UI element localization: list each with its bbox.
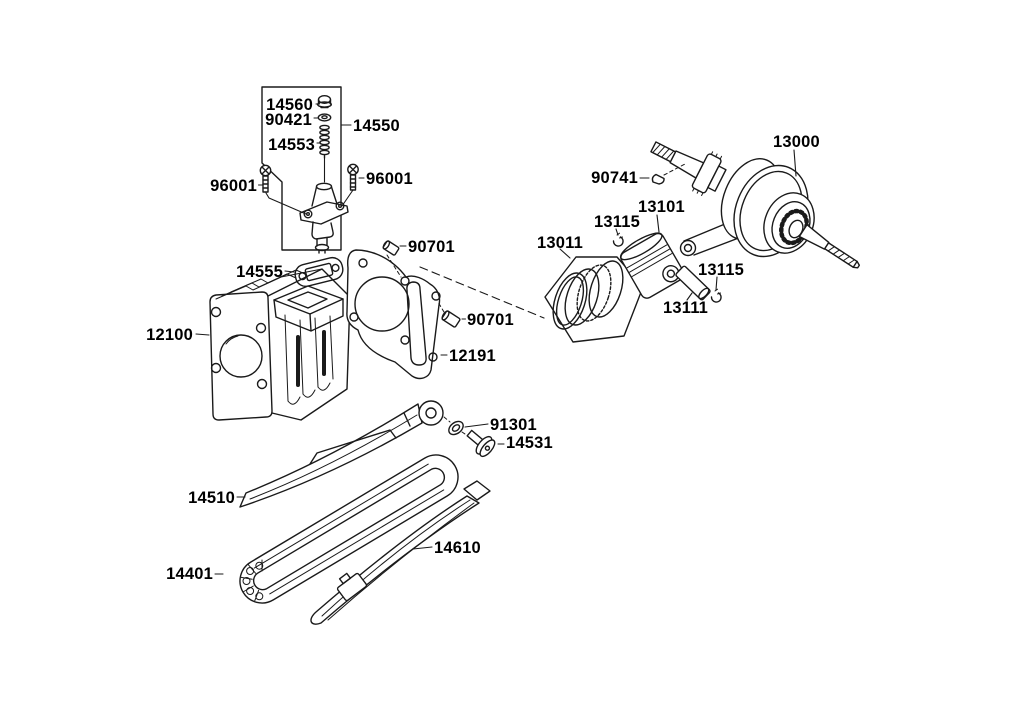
label-14610: 14610	[434, 539, 481, 557]
label-96001-right: 96001	[366, 170, 413, 188]
dowel-leader-top	[386, 254, 402, 278]
tensioner-body	[299, 182, 349, 254]
label-13115-top: 13115	[594, 213, 640, 231]
label-90701-bottom: 90701	[467, 311, 514, 329]
part-labels: 14560 90421 14553 14550 96001 96001 1455…	[146, 96, 820, 583]
label-14553: 14553	[268, 136, 315, 154]
label-13000: 13000	[773, 133, 820, 151]
dowel-leader-bottom	[437, 301, 445, 313]
rod-small-end	[679, 239, 697, 257]
label-12100: 12100	[146, 326, 193, 344]
piston-pin	[675, 265, 711, 301]
alignment-line	[419, 266, 545, 319]
piston-pin-clip-right	[710, 288, 722, 303]
tensioner-guide	[310, 480, 491, 625]
cam-chain	[239, 454, 459, 604]
label-13101: 13101	[638, 198, 685, 216]
cylinder-gasket	[346, 249, 441, 380]
label-90421: 90421	[265, 111, 312, 129]
label-13115-right: 13115	[698, 261, 744, 279]
label-14555: 14555	[236, 263, 283, 281]
tensioner-spring	[319, 124, 330, 159]
cylinder	[209, 268, 351, 421]
tensioner-assembly-bracket	[261, 86, 342, 251]
label-14531: 14531	[506, 434, 553, 452]
guide-washer	[448, 420, 464, 436]
chain-guide	[239, 400, 444, 508]
woodruff-key	[651, 173, 665, 185]
flange-bolt-right	[347, 163, 359, 191]
label-12191: 12191	[449, 347, 496, 365]
label-14560: 14560	[266, 96, 313, 114]
label-91301: 91301	[490, 416, 537, 434]
label-90741: 90741	[591, 169, 638, 187]
key-leader	[663, 162, 688, 176]
dowel-pin-bottom	[441, 310, 461, 328]
flange-bolt-left	[259, 164, 272, 193]
label-14510: 14510	[188, 489, 235, 507]
label-13111: 13111	[663, 299, 708, 317]
dowel-pin-top	[382, 240, 400, 256]
washer-leader-a	[443, 416, 451, 423]
leader-lines	[195, 103, 797, 575]
label-14401: 14401	[166, 565, 213, 583]
tensioner-gasket	[294, 256, 344, 288]
label-14550: 14550	[353, 117, 400, 135]
crankshaft	[650, 141, 861, 269]
piston	[619, 232, 685, 299]
guide-bolt	[466, 429, 496, 458]
label-13011: 13011	[537, 234, 583, 252]
tensioner-cap-bolt	[317, 94, 333, 109]
sealing-washer	[317, 113, 332, 122]
label-90701-top: 90701	[408, 238, 455, 256]
rod-small-end-hole	[683, 243, 693, 253]
label-96001-left: 96001	[210, 177, 257, 195]
